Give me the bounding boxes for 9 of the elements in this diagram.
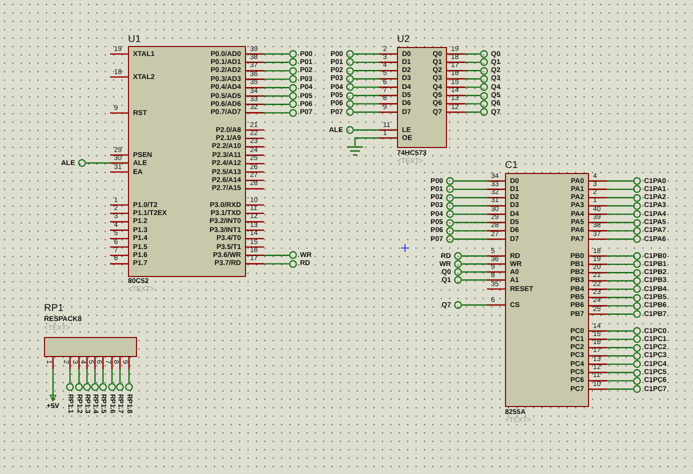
ic-chip (505, 173, 589, 407)
part-designator: C1 (505, 160, 518, 171)
part-designator: U1 (128, 34, 141, 45)
resistor-pack (44, 337, 137, 357)
ic-chip (128, 46, 246, 277)
ground-symbol (347, 146, 363, 156)
part-designator: U2 (397, 34, 410, 45)
ic-chip (397, 47, 447, 148)
part-designator: RP1 (44, 303, 64, 314)
